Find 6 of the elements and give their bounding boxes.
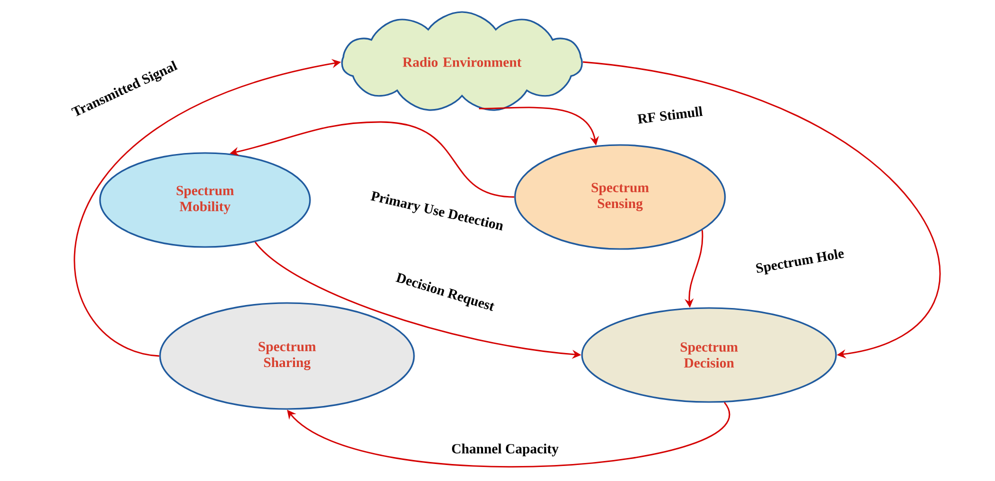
arrow [287,402,730,468]
edge-label: Spectrum Hole [756,249,844,275]
edge-label: Primary Use Detection [370,191,503,230]
edge-label: Channel Capacity [452,444,559,456]
arrow [582,61,940,358]
edge-label: RF Stimull [637,106,703,124]
